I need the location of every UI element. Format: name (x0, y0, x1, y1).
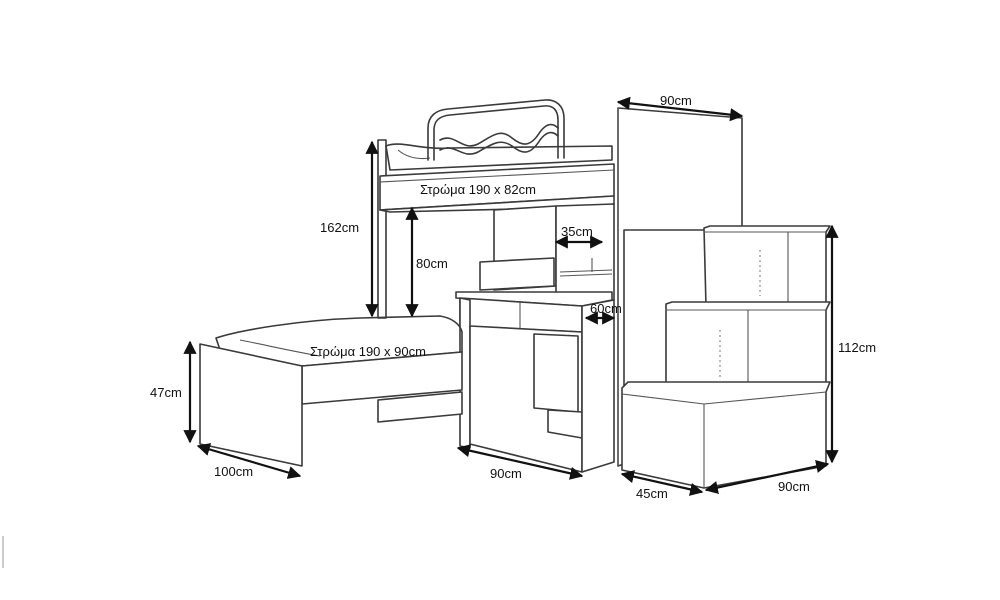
labels: Στρώμα 190 x 82cm Στρώμα 190 x 90cm 90cm… (150, 93, 876, 501)
desk-unit (455, 203, 615, 473)
dim-lower-bed-height: 47cm (150, 385, 182, 400)
dim-desk-width: 90cm (490, 466, 522, 481)
dim-stairs-height: 112cm (838, 340, 876, 355)
dim-under-bed-clearance: 80cm (416, 256, 448, 271)
lower-bed (199, 315, 463, 467)
dim-lower-bed-width: 100cm (214, 464, 253, 479)
dim-upper-bed-height: 162cm (320, 220, 359, 235)
dim-desk-height: 60cm (590, 301, 622, 316)
lower-mattress-label: Στρώμα 190 x 90cm (310, 344, 426, 359)
dimension-lines (183, 96, 839, 496)
dim-stairs-top-width: 90cm (660, 93, 692, 108)
dim-stairs-depth: 45cm (636, 486, 668, 501)
dim-stairs-length: 90cm (778, 479, 810, 494)
stair-unit (617, 107, 831, 489)
upper-mattress-label: Στρώμα 190 x 82cm (420, 182, 536, 197)
dim-desk-shelf-depth: 35cm (561, 224, 593, 239)
